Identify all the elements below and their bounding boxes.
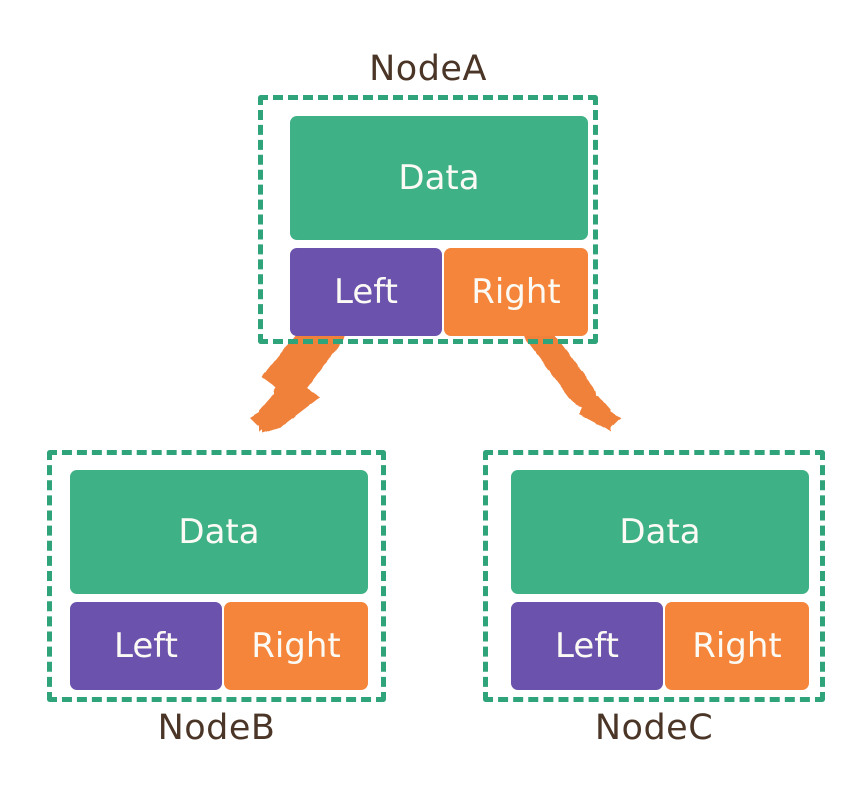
node-c-right-cell[interactable]: Right — [665, 602, 809, 690]
node-a-right-label: Right — [471, 272, 561, 312]
node-a-right-cell[interactable]: Right — [444, 248, 588, 336]
node-c-data-cell[interactable]: Data — [511, 470, 809, 594]
node-c-dashed-frame — [483, 450, 825, 702]
node-b-left-cell[interactable]: Left — [70, 602, 222, 690]
node-a-left-label: Left — [334, 272, 398, 312]
node-b-label: NodeB — [157, 708, 276, 748]
node-b-dashed-frame — [47, 450, 386, 702]
arrow-to-node-b-icon — [250, 320, 345, 433]
node-a-label: NodeA — [369, 49, 487, 89]
node-a-dashed-frame — [258, 95, 598, 344]
node-b-right-label: Right — [251, 626, 341, 666]
node-c-data-label: Data — [619, 512, 701, 552]
node-c-left-label: Left — [555, 626, 619, 666]
node-c-label: NodeC — [594, 708, 714, 748]
node-b-data-cell[interactable]: Data — [70, 470, 368, 594]
node-c-left-cell[interactable]: Left — [511, 602, 663, 690]
arrow-to-node-c-icon — [524, 320, 621, 432]
node-a-data-cell[interactable]: Data — [290, 116, 588, 240]
node-c[interactable]: NodeC Data Left Right — [483, 450, 825, 748]
node-a[interactable]: NodeA Data Left Right — [258, 49, 598, 344]
node-b-right-cell[interactable]: Right — [224, 602, 368, 690]
node-b-data-label: Data — [178, 512, 260, 552]
node-b-left-label: Left — [114, 626, 178, 666]
node-c-right-label: Right — [692, 626, 782, 666]
node-a-data-label: Data — [398, 158, 480, 198]
node-b[interactable]: NodeB Data Left Right — [47, 450, 386, 748]
node-a-left-cell[interactable]: Left — [290, 248, 442, 336]
